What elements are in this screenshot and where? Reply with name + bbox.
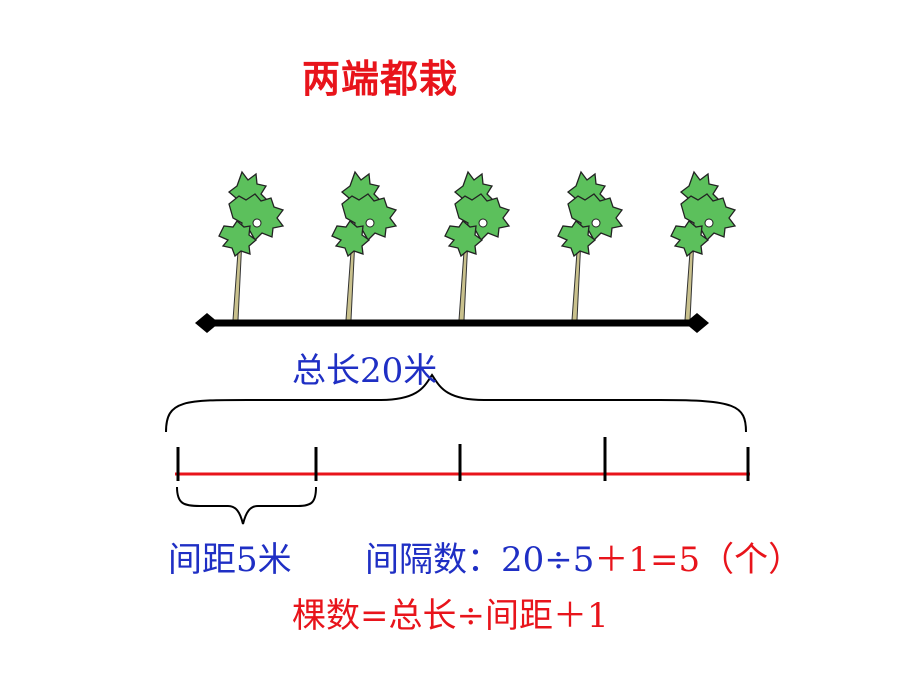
tree: [218, 170, 285, 321]
spacing-brace: [176, 486, 317, 525]
ruler-ticks: [176, 437, 750, 481]
interval-equation: 间隔数：20÷5＋1=5（个）: [365, 532, 802, 581]
road-left-end: [195, 313, 219, 333]
equation-prefix: 间隔数：: [365, 540, 501, 580]
tree: [444, 170, 511, 321]
tree-row: [218, 170, 737, 321]
spacing-label: 间距5米: [168, 540, 292, 580]
page-title: 两端都栽: [302, 57, 459, 101]
equation-plus-one: ＋1: [594, 540, 651, 580]
tree: [557, 170, 624, 321]
tree-count-formula: 棵数=总长÷间距＋1: [292, 596, 609, 636]
total-brace: [165, 373, 747, 433]
equation-result: =5（个）: [650, 540, 803, 580]
road-right-end: [685, 313, 709, 333]
equation-division: 20÷5: [501, 540, 595, 580]
tree: [670, 170, 737, 321]
total-length-label: 总长20米: [292, 351, 438, 391]
tree: [331, 170, 398, 321]
